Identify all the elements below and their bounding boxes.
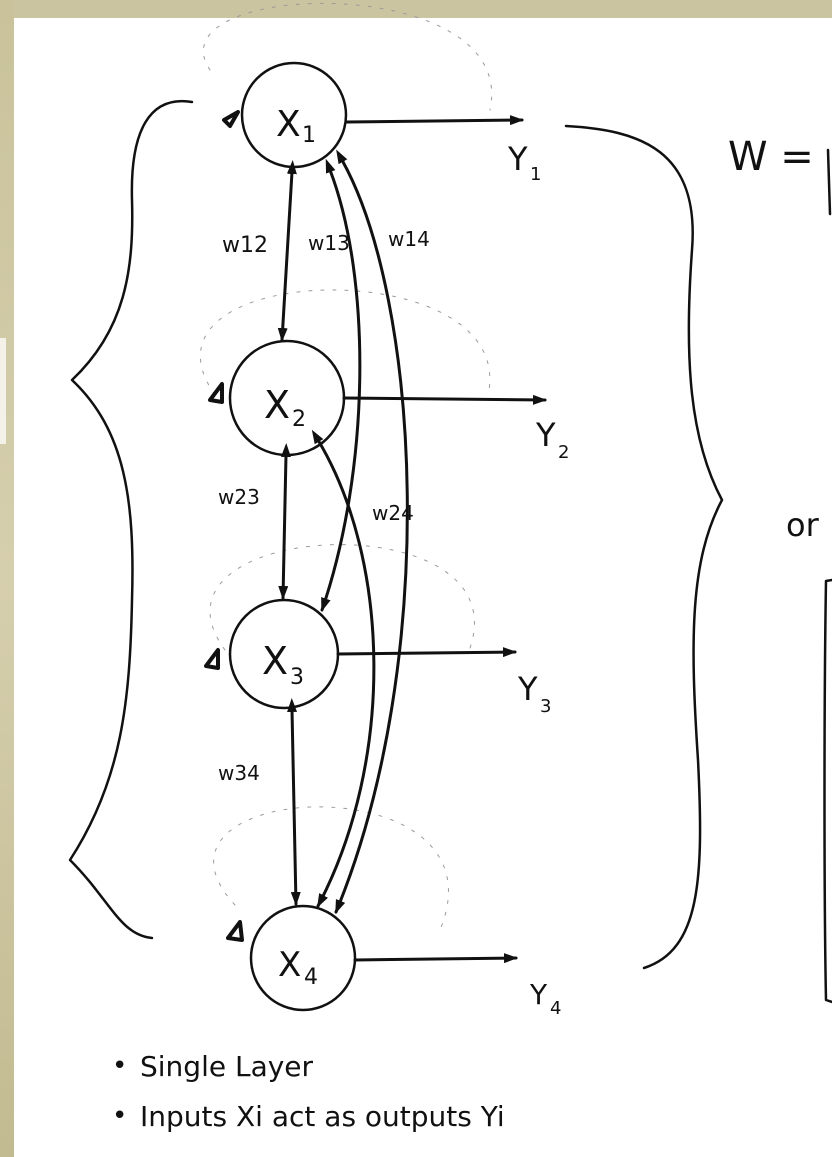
output-y1-sub: 1: [530, 164, 541, 185]
output-y4-label: Y: [529, 978, 548, 1011]
edge-w34: [287, 698, 301, 906]
output-arrow-y2: [342, 394, 547, 405]
left-border: [0, 0, 14, 1157]
left-brace: [68, 99, 194, 940]
node-x1-sub: 1: [302, 123, 316, 148]
weight-label-w34: w34: [218, 761, 260, 785]
note-single-layer: Single Layer: [140, 1050, 314, 1083]
input-arrow-x3: [204, 648, 220, 670]
node-x3-sub: 3: [290, 665, 304, 690]
output-y2-label: Y: [535, 416, 556, 454]
input-arrow-x4: [226, 920, 244, 942]
output-y4-sub: 4: [550, 998, 561, 1019]
output-y3-sub: 3: [540, 696, 551, 717]
note-bullet-1: •: [112, 1051, 127, 1081]
matrix-bracket-top: [826, 148, 832, 216]
weight-label-w23: w23: [218, 485, 260, 509]
input-arrow-x2: [208, 382, 224, 404]
node-x4-sub: 4: [304, 965, 318, 990]
edge-w14: [334, 149, 409, 914]
edge-w12: [277, 160, 297, 342]
top-border: [0, 0, 832, 18]
right-brace: [564, 124, 724, 970]
or-label: or: [786, 506, 820, 544]
node-x2-label: X: [264, 383, 290, 427]
weight-label-w13: w13: [308, 231, 350, 255]
weight-matrix-label: W =: [728, 134, 814, 180]
self-loop-x4: [213, 806, 449, 931]
output-arrow-y1: [345, 115, 524, 126]
output-y1-label: Y: [507, 140, 528, 178]
note-inputs-outputs: Inputs Xi act as outputs Yi: [140, 1100, 505, 1133]
output-arrow-y3: [336, 647, 517, 658]
note-bullet-2: •: [112, 1101, 127, 1131]
node-x4-label: X: [278, 945, 301, 985]
output-y3-label: Y: [517, 670, 538, 708]
input-arrow-x1: [222, 110, 240, 128]
node-x2-sub: 2: [292, 407, 306, 432]
edge-w24: [311, 429, 376, 908]
node-x3-label: X: [262, 639, 288, 683]
weight-label-w14: w14: [388, 227, 430, 251]
self-loop-x3: [209, 544, 475, 651]
output-arrow-y4: [353, 953, 518, 964]
weight-label-w24: w24: [372, 501, 414, 525]
edge-w23: [278, 443, 291, 600]
left-tab: [0, 338, 6, 444]
matrix-box: [823, 578, 832, 1004]
node-x4: [249, 904, 357, 1012]
self-loop-x2: [199, 289, 491, 396]
node-x1-label: X: [276, 104, 301, 145]
weight-label-w12: w12: [222, 233, 268, 258]
output-y2-sub: 2: [558, 442, 569, 463]
